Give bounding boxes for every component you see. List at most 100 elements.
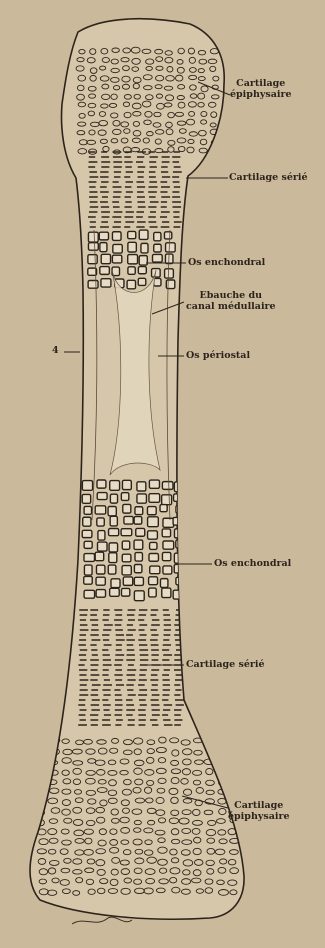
trabecula: [110, 494, 117, 503]
cartilage-cell: [230, 769, 239, 773]
trabecula: [101, 254, 110, 263]
trabecula: [82, 530, 92, 537]
trabecula: [108, 506, 116, 515]
trabecula: [124, 516, 133, 524]
trabecula: [138, 267, 146, 274]
trabecula: [128, 267, 135, 274]
trabecula: [121, 493, 128, 501]
label-line: Cartilage: [230, 78, 292, 89]
cartilage-cell: [204, 739, 212, 745]
trabecula: [97, 480, 106, 488]
label-line: Ebauche du: [186, 290, 276, 301]
cartilage-cell: [227, 747, 237, 753]
trabecula: [163, 566, 172, 574]
label-os-enchondral-bottom: Os enchondral: [214, 558, 291, 569]
trabecula: [101, 279, 111, 287]
trabecula: [154, 232, 161, 240]
trabecula: [88, 255, 97, 264]
cartilage-cell: [219, 770, 226, 775]
trabecula: [108, 565, 116, 574]
label-cartilage-epiphysaire-top: Cartilage épiphysaire: [230, 78, 292, 100]
trabecula: [134, 517, 142, 525]
signature-mark: [72, 917, 132, 924]
trabecula: [150, 566, 160, 574]
trabecula: [135, 553, 142, 561]
cartilage-cell: [39, 749, 46, 754]
trabecula: [148, 531, 158, 539]
trabecula: [139, 230, 148, 239]
trabecula: [139, 256, 147, 265]
cartilage-cell: [218, 749, 226, 754]
trabecula: [148, 517, 159, 527]
trabecula: [165, 269, 174, 278]
trabecula: [109, 553, 117, 563]
label-line: épiphysaire: [228, 811, 290, 822]
trabecula: [83, 517, 91, 526]
trabecula: [96, 577, 105, 585]
trabecula: [96, 590, 105, 598]
trabecula: [150, 542, 157, 549]
trabecula: [82, 494, 90, 503]
trabecula: [138, 278, 146, 285]
trabecula: [176, 577, 187, 584]
trabecula: [174, 553, 184, 563]
trabecula: [162, 588, 171, 597]
trabecula: [149, 480, 159, 488]
trabecula: [88, 243, 98, 250]
trabecula: [113, 244, 122, 253]
trabecula: [84, 506, 91, 514]
trabecula: [99, 232, 108, 240]
trabecula: [149, 577, 158, 585]
trabecula: [135, 507, 143, 515]
trabecula: [111, 579, 120, 588]
cartilage-cell: [38, 800, 46, 806]
trabecula: [110, 588, 120, 596]
trabecula: [95, 506, 105, 514]
cartilage-cell: [37, 740, 45, 745]
trabecula: [154, 244, 161, 252]
trabecula: [166, 280, 174, 289]
cartilage-cell: [230, 778, 240, 783]
trabecula: [160, 505, 167, 512]
trabecula: [176, 540, 185, 548]
trabecula: [163, 541, 174, 549]
cartilage-cell: [217, 738, 227, 744]
trabecula: [174, 482, 184, 492]
trabecula: [96, 565, 104, 574]
label-ebauche-canal: Ebauche du canal médullaire: [186, 290, 276, 312]
trabecula: [162, 495, 172, 505]
cartilage-cell: [210, 147, 216, 151]
trabecula: [82, 481, 92, 491]
trabecula: [173, 517, 183, 525]
trabecula: [112, 255, 121, 263]
trabecula: [112, 232, 121, 241]
label-cartilage-serie-bottom: Cartilage sérié: [186, 659, 265, 670]
trabecula: [121, 588, 129, 596]
trabecula: [164, 232, 171, 239]
trabecula: [100, 243, 107, 252]
trabecula: [109, 543, 117, 552]
trabecula: [110, 516, 117, 526]
trabecula: [141, 243, 148, 253]
label-line: canal médullaire: [186, 301, 276, 312]
trabecula: [100, 267, 110, 275]
trabecula: [97, 493, 107, 500]
trabecula: [162, 529, 170, 537]
trabecula: [128, 242, 136, 252]
trabecula: [134, 591, 144, 601]
cartilage-cell: [229, 757, 238, 763]
trabecula: [128, 255, 138, 264]
trabecula: [147, 507, 156, 515]
trabecula: [134, 540, 143, 549]
trabecula: [98, 542, 108, 551]
trabecula: [88, 280, 98, 288]
label-os-periostal: Os périostal: [186, 350, 250, 361]
trabecula: [122, 541, 129, 549]
cartilage-cell: [36, 757, 45, 763]
cartilage-cell: [37, 788, 47, 794]
trabecula: [84, 576, 93, 584]
trabecula: [134, 564, 141, 572]
cartilage-cell: [37, 769, 46, 775]
trabecula: [137, 494, 146, 503]
trabecula: [122, 480, 131, 489]
